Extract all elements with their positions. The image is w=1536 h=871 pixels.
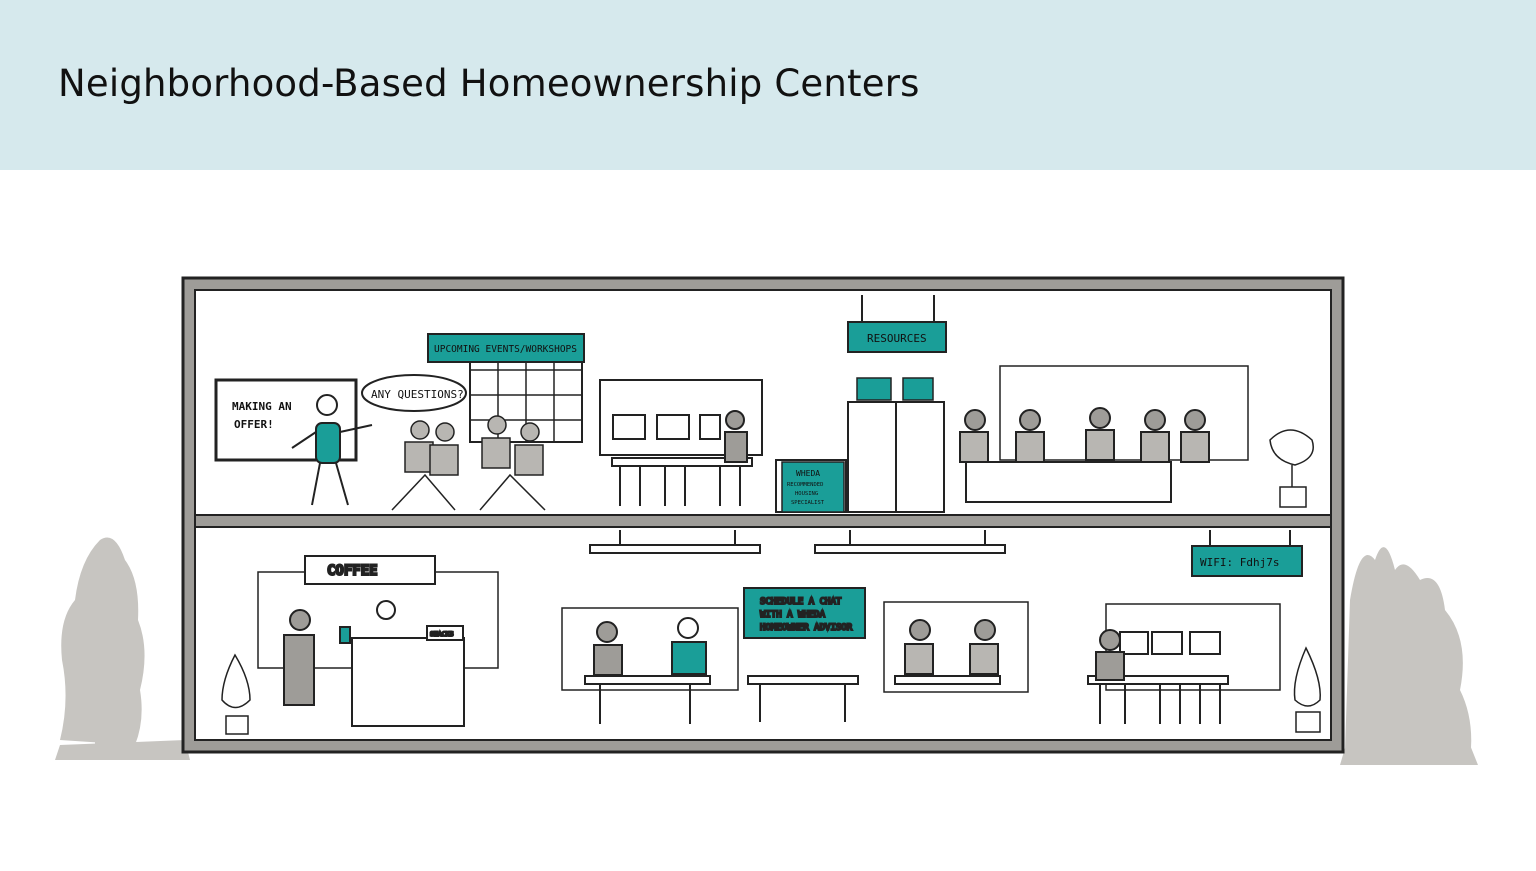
snacks-sign-text: SNACKS <box>430 630 454 638</box>
speech-bubble: ANY QUESTIONS? <box>361 374 467 412</box>
slide-header: Neighborhood-Based Homeownership Centers <box>0 0 1536 170</box>
schedule-sign-line2: WITH A WHEDA <box>760 610 826 620</box>
ceiling-lights <box>589 530 1006 554</box>
potted-plant-upper <box>1269 429 1314 508</box>
chat-area: SCHEDULE A CHAT WITH A WHEDA HOMEOWNER A… <box>561 587 1029 724</box>
wheda-sign-line3: HOUSING <box>795 491 818 497</box>
potted-plant-lower-left <box>221 653 251 735</box>
schedule-sign-line3: HOMEOWNER ADVISOR <box>760 623 853 633</box>
speech-bubble-text: ANY QUESTIONS? <box>371 388 464 401</box>
wheda-sign-line2: RECOMMENDED <box>787 482 823 488</box>
audience-group <box>391 415 546 511</box>
left-trees <box>55 537 190 760</box>
wifi-sign: WIFI: Fdhj7s <box>1191 530 1303 577</box>
computer-station-upper <box>599 379 763 506</box>
slide-title: Neighborhood-Based Homeownership Centers <box>58 62 920 105</box>
wheda-sign-line4: SPECIALIST <box>791 500 825 506</box>
meeting-room <box>959 365 1249 503</box>
schedule-sign-line1: SCHEDULE A CHAT <box>760 597 842 607</box>
presenter-figure <box>291 394 373 506</box>
whiteboard-text-line2: OFFER! <box>234 418 274 431</box>
resources-sign-text: RESOURCES <box>867 332 927 345</box>
wifi-sign-text: WIFI: Fdhj7s <box>1200 556 1279 569</box>
homeownership-center-illustration: MAKING AN OFFER! ANY QUESTIONS? UPCOMING… <box>0 170 1536 866</box>
computer-station-lower <box>1087 603 1281 724</box>
wheda-sign-line1: WHEDA <box>796 469 820 478</box>
potted-plant-lower-right <box>1293 646 1321 733</box>
right-trees <box>1340 547 1478 765</box>
coffee-area: COFFEE SNACKS <box>257 555 499 727</box>
coffee-sign-text: COFFEE <box>327 563 378 579</box>
resources-area: RESOURCES WHEDA RECOMMENDED HOUSING SPEC… <box>775 295 947 513</box>
whiteboard-text-line1: MAKING AN <box>232 400 292 413</box>
events-sign-text: UPCOMING EVENTS/WORKSHOPS <box>434 344 577 355</box>
